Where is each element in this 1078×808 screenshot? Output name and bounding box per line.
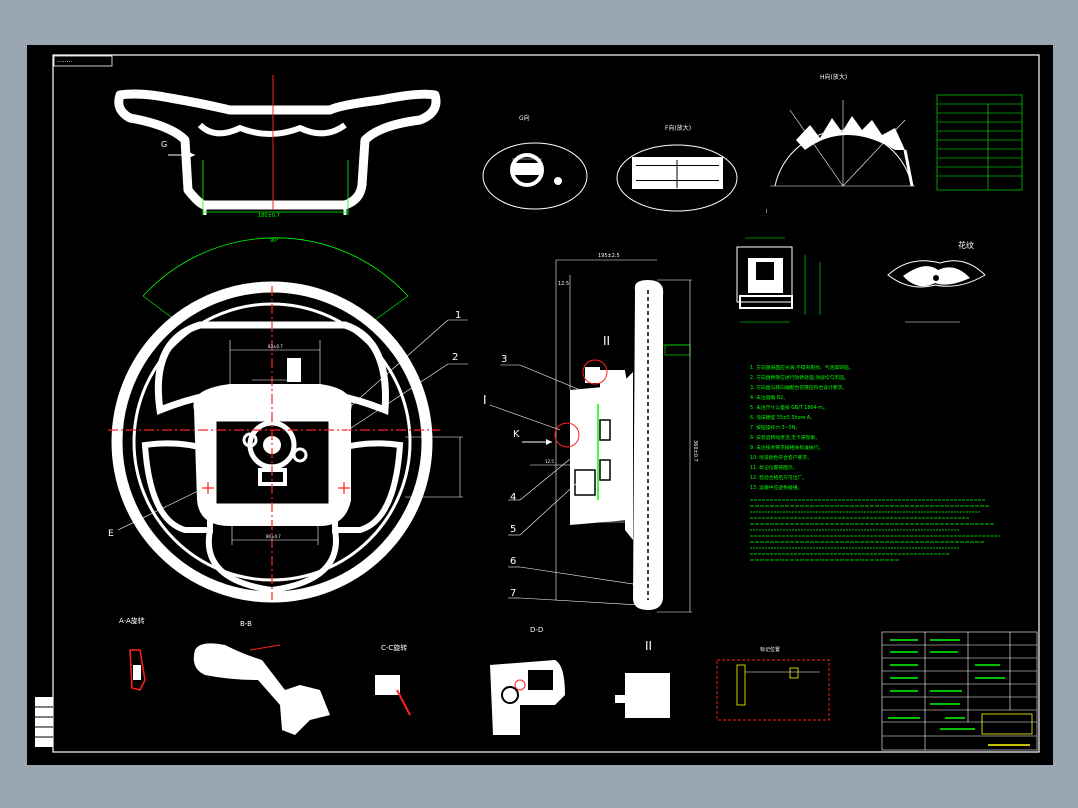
view-dd-title: D-D	[530, 626, 543, 634]
dim-side-b: 1.5±0.5	[574, 517, 594, 523]
callout-4: 4	[510, 492, 516, 503]
view-h-title: H向(放大)	[820, 73, 847, 81]
arrow-k-label: K	[513, 429, 520, 440]
parameter-table	[936, 94, 1023, 191]
note-5: 5. 未注尺寸公差按 GB/T 1804-m。	[750, 404, 828, 411]
note-13: 13. 运输中应避免碰撞。	[750, 484, 802, 491]
view-f-title: F向(放大)	[665, 124, 691, 132]
side-view: 195±2.5 360±0.7 12.5 1.5±0.5 II I K 12.5	[483, 253, 698, 613]
note-4: 4. 未注圆角 R2。	[750, 394, 788, 401]
note-6: 6. 泡沫硬度 55±5 Shore A。	[750, 414, 815, 421]
note-7: 7. 按钮操作力 3~5N。	[750, 424, 800, 431]
callout-1: 1	[455, 310, 461, 321]
note-9: 9. 未注技术要求按相关标准执行。	[750, 444, 823, 451]
view-i-title: I	[766, 209, 767, 215]
dim-top: 180±0.7	[258, 213, 280, 219]
dim-hub1: 83±0.7	[268, 344, 283, 349]
dim-k: 12.5	[545, 459, 554, 464]
left-stamp	[35, 697, 53, 747]
note-2: 2. 方向盘骨架应进行防锈处理,涂层均匀牢固。	[750, 374, 849, 381]
note-1: 1. 方向盘表面应光滑,不得有裂纹、气泡等缺陷。	[750, 364, 854, 371]
callout-5: 5	[510, 524, 516, 535]
note-3: 3. 方向盘与转向轴配合花键应符合设计要求。	[750, 384, 847, 391]
front-view: 90°	[108, 237, 463, 603]
callout-2: 2	[452, 352, 458, 363]
dim-side-a: 12.5	[558, 281, 569, 287]
note-8: 8. 安装后转动灵活,无卡滞现象。	[750, 434, 820, 441]
view-bb-title: B-B	[240, 620, 252, 628]
view-flower-title: 花纹	[958, 240, 974, 250]
note-12: 12. 检验合格后方可出厂。	[750, 474, 807, 481]
view-g-title: G向	[519, 114, 530, 122]
view-cc-title: C-C旋转	[381, 643, 407, 652]
technical-notes: 1. 方向盘表面应光滑,不得有裂纹、气泡等缺陷。 2. 方向盘骨架应进行防锈处理…	[750, 364, 854, 491]
top-view	[114, 89, 441, 215]
dim-arc: 90°	[270, 238, 279, 244]
dim-side-w: 195±2.5	[598, 253, 620, 259]
view-marking-title: 标记位置	[760, 646, 780, 653]
callout-3: 3	[501, 354, 507, 365]
callout-6: 6	[510, 556, 516, 567]
note-10: 10. 喷漆颜色符合客户要求。	[750, 454, 812, 461]
dim-hub2: 80±0.7	[266, 534, 281, 539]
stamp-text: ········	[57, 59, 72, 66]
arrow-g-label: G	[161, 140, 167, 149]
drawing-border	[52, 54, 1040, 753]
view-ii-title: II	[645, 639, 652, 653]
title-block	[881, 631, 1038, 751]
roman-1: I	[483, 393, 487, 407]
view-aa-title: A-A旋转	[119, 616, 145, 625]
roman-2: II	[603, 334, 610, 348]
callout-7: 7	[510, 588, 516, 599]
stamp-box	[53, 55, 113, 67]
dim-side-h: 360±0.7	[692, 440, 698, 462]
note-11: 11. 标记位置按图示。	[750, 464, 798, 471]
label-e: E	[108, 529, 114, 539]
